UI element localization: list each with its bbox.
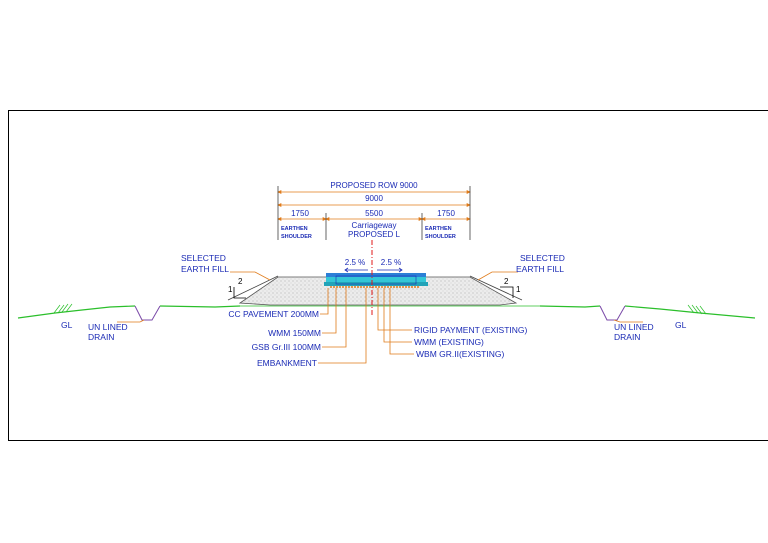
total-width-dimension: 9000 bbox=[365, 194, 383, 203]
drain-right bbox=[599, 305, 626, 321]
selected-earth-fill-left-2: EARTH FILL bbox=[181, 264, 229, 274]
gsb-label: GSB Gr.III 100MM bbox=[252, 342, 321, 352]
earthen-shoulder-right-line2: SHOULDER bbox=[425, 234, 456, 240]
cross-slope-arrows bbox=[344, 267, 403, 273]
dimension-lines bbox=[277, 186, 471, 240]
cc-pavement-layer bbox=[326, 273, 426, 277]
unlined-drain-left-1: UN LINED bbox=[88, 322, 128, 332]
slope-right-vertical: 1 bbox=[516, 285, 521, 294]
earthen-shoulder-left-line1: EARTHEN bbox=[281, 226, 308, 232]
leader-lines bbox=[117, 271, 643, 364]
cc-pavement-label: CC PAVEMENT 200MM bbox=[228, 309, 319, 319]
selected-earth-fill-right-1: SELECTED bbox=[520, 253, 565, 263]
side-slope-ratio-right bbox=[500, 286, 514, 298]
center-texts: EARTHEN SHOULDER EARTHEN SHOULDER Carria… bbox=[281, 221, 456, 240]
earthen-shoulder-right-line1: EARTHEN bbox=[425, 226, 452, 232]
wbm-existing-label: WBM GR.II(EXISTING) bbox=[416, 349, 504, 359]
selected-earth-fill-left-1: SELECTED bbox=[181, 253, 226, 263]
wmm-existing-label: WMM (EXISTING) bbox=[414, 337, 484, 347]
slope-left-horizontal: 2 bbox=[238, 277, 243, 286]
gl-right: GL bbox=[675, 320, 687, 330]
row-dimension: PROPOSED ROW 9000 bbox=[330, 181, 418, 190]
side-slope-ratio-left bbox=[233, 287, 246, 299]
cross-slope-left: 2.5 % bbox=[345, 258, 365, 267]
cross-slope-right: 2.5 % bbox=[381, 258, 401, 267]
earthen-shoulder-left-line2: SHOULDER bbox=[281, 234, 312, 240]
gl-hatch-left bbox=[53, 303, 73, 314]
ground-line bbox=[17, 305, 756, 319]
drawing-frame bbox=[8, 110, 768, 441]
embankment-label: EMBANKMENT bbox=[257, 358, 317, 368]
pavement-layers bbox=[324, 273, 428, 288]
selected-earth-fill-right-2: EARTH FILL bbox=[516, 264, 564, 274]
drain-left bbox=[134, 305, 161, 321]
wmm-layer bbox=[326, 277, 426, 282]
slope-right-horizontal: 2 bbox=[504, 277, 509, 286]
unlined-drain-right-1: UN LINED bbox=[614, 322, 654, 332]
slope-left-vertical: 1 bbox=[228, 285, 233, 294]
unlined-drain-left-2: DRAIN bbox=[88, 332, 114, 342]
wmm-label: WMM 150MM bbox=[268, 328, 321, 338]
dimension-texts: PROPOSED ROW 9000 9000 1750 5500 1750 bbox=[291, 181, 455, 218]
carriageway-dimension: 5500 bbox=[365, 209, 383, 218]
gl-hatch-right bbox=[687, 304, 707, 315]
unlined-drain-right-2: DRAIN bbox=[614, 332, 640, 342]
rigid-existing-label: RIGID PAYMENT (EXISTING) bbox=[414, 325, 528, 335]
left-shoulder-dimension: 1750 bbox=[291, 209, 309, 218]
proposed-cl-label: PROPOSED L bbox=[348, 230, 401, 239]
right-shoulder-dimension: 1750 bbox=[437, 209, 455, 218]
carriageway-label: Carriageway bbox=[352, 221, 397, 230]
gl-left: GL bbox=[61, 320, 73, 330]
